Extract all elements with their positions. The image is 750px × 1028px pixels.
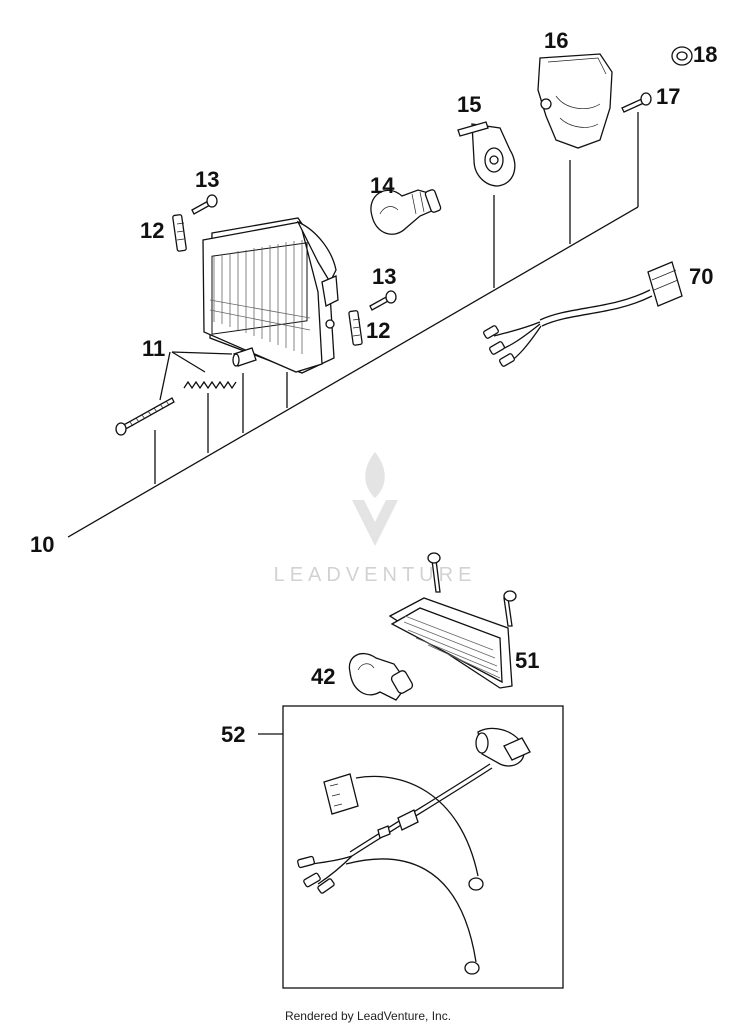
leadventure-watermark: LEADVENTURE [274,452,477,586]
adjusting-screw [115,397,175,436]
callout-12-lower: 12 [366,318,390,343]
headlight-bulb [370,189,442,235]
callout-51: 51 [515,648,539,673]
callout-42: 42 [311,664,335,689]
callout-labels: 10 11 12 12 13 13 14 15 16 17 18 70 42 5… [30,28,717,747]
callout-52: 52 [221,722,245,747]
watermark-text: LEADVENTURE [274,564,477,586]
callout-14: 14 [370,173,395,198]
tail-light-bulb [348,653,414,701]
flame-logo-icon [352,452,398,546]
leader-lines [67,112,639,735]
footer-credit: Rendered by LeadVenture, Inc. [285,1009,451,1023]
lens-screw-right [503,590,517,627]
callout-12-upper: 12 [140,218,164,243]
headlamp-wiring-harness [483,261,683,367]
callout-11: 11 [142,336,165,361]
housing-cover [537,53,613,149]
callout-13-upper: 13 [195,167,219,192]
callout-10: 10 [30,532,54,557]
clip-upper [172,214,187,252]
callout-13-lower: 13 [372,264,396,289]
callout-18: 18 [693,42,717,67]
adjusting-spring [183,380,237,390]
headlamp-lens-pattern [209,240,311,354]
lens-screw-left [427,552,441,593]
callout-16: 16 [544,28,568,53]
tail-light-wiring-harness [297,727,531,975]
adjusting-nut [232,347,257,367]
callout-70: 70 [689,264,713,289]
screw-lower [369,290,397,311]
screw-upper [191,194,218,215]
callout-17: 17 [656,84,680,109]
bulb-holder [457,121,516,187]
tail-harness-box [282,705,564,989]
tail-light-lens [388,597,513,689]
callout-15: 15 [457,92,481,117]
grommet [671,46,693,66]
cover-screw [621,92,652,113]
headlamp [202,217,339,374]
clip-lower [348,310,363,346]
